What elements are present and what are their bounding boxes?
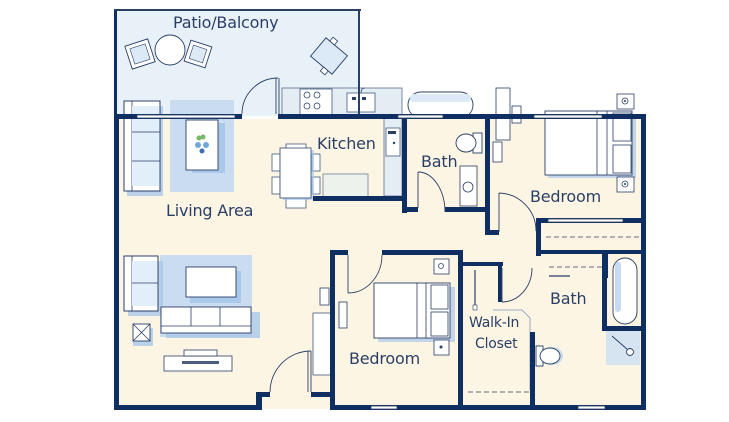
nightstand-icon-2a [433, 258, 450, 275]
patio-table-icon [154, 34, 186, 66]
dining-table-icon [271, 143, 321, 209]
apartment-floor [117, 119, 643, 422]
tv-console-icon [163, 349, 233, 372]
kitchen-island [322, 173, 369, 200]
room-label-patio: Patio/Balcony [173, 13, 279, 32]
room-label-bedroom-2: Bedroom [349, 349, 420, 368]
door-swing-icon [241, 77, 537, 393]
toilet-icon-2 [535, 345, 563, 367]
stove-icon [299, 88, 333, 116]
plant-icon [195, 134, 209, 154]
room-label-kitchen: Kitchen [317, 134, 376, 153]
room-label-closet-line1: Walk-In [469, 315, 520, 331]
vanity-icon-1 [459, 165, 478, 207]
hall-closets [545, 224, 641, 278]
toilet-icon-1 [455, 132, 483, 154]
sofa-icon-left [123, 255, 163, 316]
room-label-closet-line2: Closet [475, 336, 518, 352]
nightstand-icon-1a [616, 93, 635, 110]
coffee-table-bottom [185, 266, 241, 303]
bed-icon-2 [373, 282, 455, 342]
patio-chair-left-icon [124, 38, 156, 70]
dresser-icon-2 [312, 287, 348, 376]
bathtub-icon-2 [612, 257, 638, 325]
room-label-living: Living Area [166, 201, 254, 220]
coffee-table-top [185, 119, 225, 173]
room-label-bath-1: Bath [421, 152, 458, 171]
side-table-icon [132, 323, 153, 346]
windows [136, 114, 624, 410]
sofa-icon-bottom [160, 306, 260, 338]
shower-icon [606, 330, 640, 365]
sink-icon [346, 87, 376, 113]
dishwasher-icon [385, 127, 401, 157]
patio-lounger-icon [309, 36, 349, 76]
nightstand-icon-2b [433, 339, 450, 356]
nightstand-icon-1b [616, 176, 635, 193]
patio-chair-right-icon [183, 39, 213, 69]
room-label-bedroom-1: Bedroom [530, 187, 601, 206]
room-label-bath-2: Bath [550, 289, 587, 308]
bed-icon-1 [544, 110, 636, 178]
bathtub-icon-1 [407, 91, 474, 119]
